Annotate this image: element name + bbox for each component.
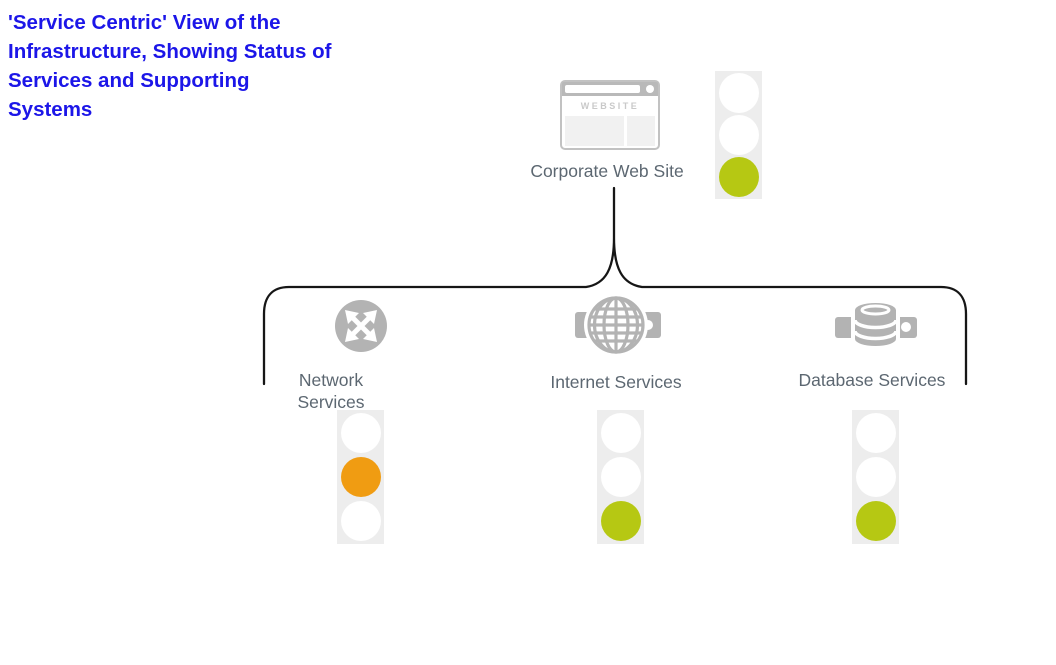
traffic-light-network	[337, 410, 384, 544]
title-line: Services and Supporting	[8, 69, 250, 92]
title-line: Systems	[8, 98, 93, 121]
status-lamp	[340, 457, 381, 497]
browser-address-bar	[565, 85, 640, 93]
traffic-light-internet	[597, 410, 644, 544]
status-lamp	[718, 115, 759, 155]
status-lamp	[340, 501, 381, 541]
label-internet-services: Internet Services	[550, 372, 682, 392]
status-lamp	[718, 157, 759, 197]
status-lamp	[855, 501, 896, 541]
status-lamp	[340, 413, 381, 453]
label-corporate-web-site: Corporate Web Site	[530, 161, 684, 181]
status-lamp	[600, 501, 641, 541]
browser-website-icon: WEBSITE	[560, 80, 660, 150]
title-line: Infrastructure, Showing Status of	[8, 40, 332, 63]
browser-panel-right	[626, 116, 655, 146]
database-icon	[835, 298, 917, 350]
status-lamp	[600, 457, 641, 497]
network-switch-icon	[335, 300, 387, 352]
internet-globe-icon	[575, 295, 661, 355]
browser-panel-left	[565, 116, 624, 146]
label-database-services: Database Services	[798, 370, 946, 390]
status-lamp	[600, 413, 641, 453]
title-line: 'Service Centric' View of the	[8, 11, 281, 34]
status-lamp	[855, 457, 896, 497]
browser-toolbar	[562, 82, 658, 96]
traffic-light-web	[715, 71, 762, 199]
browser-page-text: WEBSITE	[580, 101, 640, 111]
label-network-services: Network Services	[297, 370, 365, 412]
status-lamp	[855, 413, 896, 453]
browser-button-icon	[646, 85, 654, 93]
status-lamp	[718, 73, 759, 113]
browser-content-panels	[565, 116, 655, 146]
page-title: 'Service Centric' View of the Infrastruc…	[8, 8, 398, 124]
traffic-light-database	[852, 410, 899, 544]
